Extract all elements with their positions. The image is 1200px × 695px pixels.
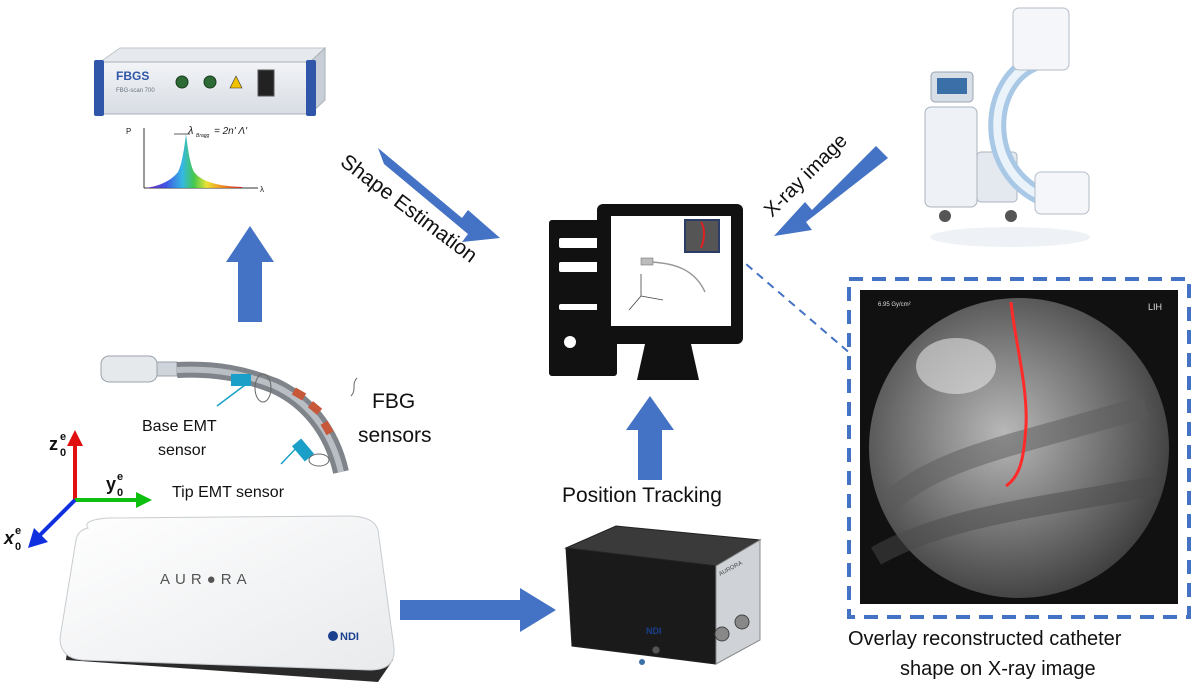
- xray-rib-1: [878, 395, 1150, 514]
- coordinate-frame: z e 0 y e 0 x e 0: [3, 430, 152, 553]
- screen-axis-x: [628, 295, 642, 311]
- xray-bright-region: [916, 338, 996, 394]
- tower-vent: [559, 304, 605, 310]
- scu-ndi-logo: NDI: [646, 626, 662, 636]
- screen-catheter-handle: [640, 257, 654, 266]
- screen-axis-y: [640, 295, 664, 301]
- tip-emt-sensor-marker: [291, 438, 315, 462]
- xray-source: [1034, 171, 1090, 215]
- bragg-spectrum-plot: P λ λ Bragg = 2n' Λ': [126, 125, 264, 194]
- computer-workstation: [549, 204, 743, 380]
- scu-side-face: [565, 547, 717, 665]
- machine-shadow: [930, 227, 1090, 247]
- base-emt-label-line1: Base EMT: [142, 418, 217, 435]
- z-axis-arrowhead: [67, 430, 83, 446]
- xray-orientation-text: LIH: [1148, 302, 1162, 312]
- interrogator-model-text: FBG-scan 700: [116, 88, 155, 94]
- x-axis-arrow: [38, 498, 77, 537]
- scu-port-2: [734, 614, 750, 630]
- base-emt-label-line2: sensor: [158, 442, 207, 459]
- system-control-unit: AURORA NDI: [564, 525, 762, 665]
- bragg-formula-lhs: λ: [187, 125, 193, 137]
- interrogator-left-handle: [94, 60, 104, 116]
- bragg-formula-sub: Bragg: [196, 133, 210, 139]
- reconstructed-catheter-overlay: [1005, 301, 1028, 488]
- fbg-grating-3: [320, 420, 334, 436]
- fbgs-interrogator-device: FBGS FBG-scan 700: [94, 46, 327, 116]
- y-axis-sub: 0: [117, 487, 123, 499]
- xray-overlay-panel: 6.95 Gy/cm² LIH: [847, 277, 1191, 619]
- tip-emt-pointer: [280, 443, 301, 465]
- x-axis-label: x: [3, 528, 15, 548]
- scu-power-led: [639, 659, 645, 665]
- laser-warning-icon: [229, 75, 243, 89]
- xray-rib-2: [871, 476, 1158, 565]
- x-axis-sup: e: [15, 525, 21, 537]
- arrow-xray-image: [774, 146, 888, 236]
- catheter-highlight: [176, 366, 344, 473]
- machine-display: [937, 78, 967, 94]
- tip-emt-label: Tip EMT sensor: [172, 484, 285, 501]
- aurora-brand-text: AUR●RA: [160, 571, 252, 588]
- scu-port-3: [651, 645, 661, 655]
- interrogator-right-handle: [306, 60, 316, 116]
- interrogator-front-panel: [99, 61, 311, 115]
- position-tracking-label: Position Tracking: [562, 484, 722, 507]
- x-axis-arrowhead: [28, 528, 48, 548]
- c-arm-xray-machine: [924, 7, 1090, 247]
- power-switch: [257, 69, 275, 97]
- fbg-sensors-label-line2: sensors: [358, 424, 432, 447]
- machine-cabinet: [924, 106, 978, 208]
- ndi-logo-text: NDI: [340, 631, 359, 643]
- spectrum-curve: [146, 134, 242, 188]
- z-axis-label: z: [49, 434, 58, 454]
- tower-drive-bay-2: [559, 262, 605, 272]
- fbg-catheter: [100, 355, 358, 474]
- interrogator-brand-text: FBGS: [116, 69, 149, 83]
- base-emt-sensor-marker: [231, 374, 251, 386]
- arrow-up-to-fbgs: [226, 226, 274, 322]
- xray-dose-text: 6.95 Gy/cm²: [878, 302, 911, 308]
- fbg-sensors-label-line1: FBG: [372, 390, 416, 413]
- c-arm-highlight: [993, 58, 1049, 202]
- screen-catheter-overlay: [700, 221, 705, 249]
- base-sensor-coil-loop: [254, 373, 272, 403]
- y-axis-sup: e: [117, 471, 123, 483]
- catheter-connector: [156, 361, 178, 377]
- bragg-formula-rhs: = 2n' Λ': [214, 126, 248, 137]
- y-axis-arrowhead: [136, 492, 152, 508]
- y-axis-label: y: [106, 474, 116, 494]
- fbg-grating-1: [291, 387, 307, 401]
- base-emt-pointer: [216, 381, 250, 407]
- arrow-aurora-to-scu: [400, 588, 556, 632]
- arrow-position-tracking: [626, 396, 674, 480]
- z-axis-sup: e: [60, 431, 66, 443]
- fbg-fiber-lead: [350, 377, 358, 397]
- overlay-dashed-frame: [847, 277, 1191, 619]
- wheel-2: [1005, 210, 1017, 222]
- spectrum-y-axis-label: P: [126, 127, 131, 136]
- overlay-caption-line2: shape on X-ray image: [900, 658, 1096, 680]
- wheel-1: [939, 210, 951, 222]
- overlay-caption-line1: Overlay reconstructed catheter: [848, 628, 1122, 650]
- fbg-grating-2: [307, 401, 323, 415]
- aurora-field-generator: AUR●RA NDI: [59, 515, 395, 682]
- spectrum-x-axis-label: λ: [260, 185, 264, 194]
- optical-port-1: [175, 75, 189, 89]
- optical-port-2: [203, 75, 217, 89]
- catheter-handle: [100, 355, 158, 383]
- tower-drive-bay-1: [559, 238, 605, 248]
- generator-top-surface: [59, 515, 395, 671]
- scu-port-1: [714, 626, 730, 642]
- x-axis-sub: 0: [15, 541, 21, 553]
- tip-sensor-coil-loop: [308, 453, 330, 467]
- ndi-logo-icon: [328, 631, 338, 641]
- tower-power-button: [564, 336, 576, 348]
- z-axis-sub: 0: [60, 447, 66, 459]
- xray-detector: [1012, 7, 1070, 71]
- monitor-stand: [637, 344, 699, 380]
- arrow-shape-estimation: [378, 148, 500, 242]
